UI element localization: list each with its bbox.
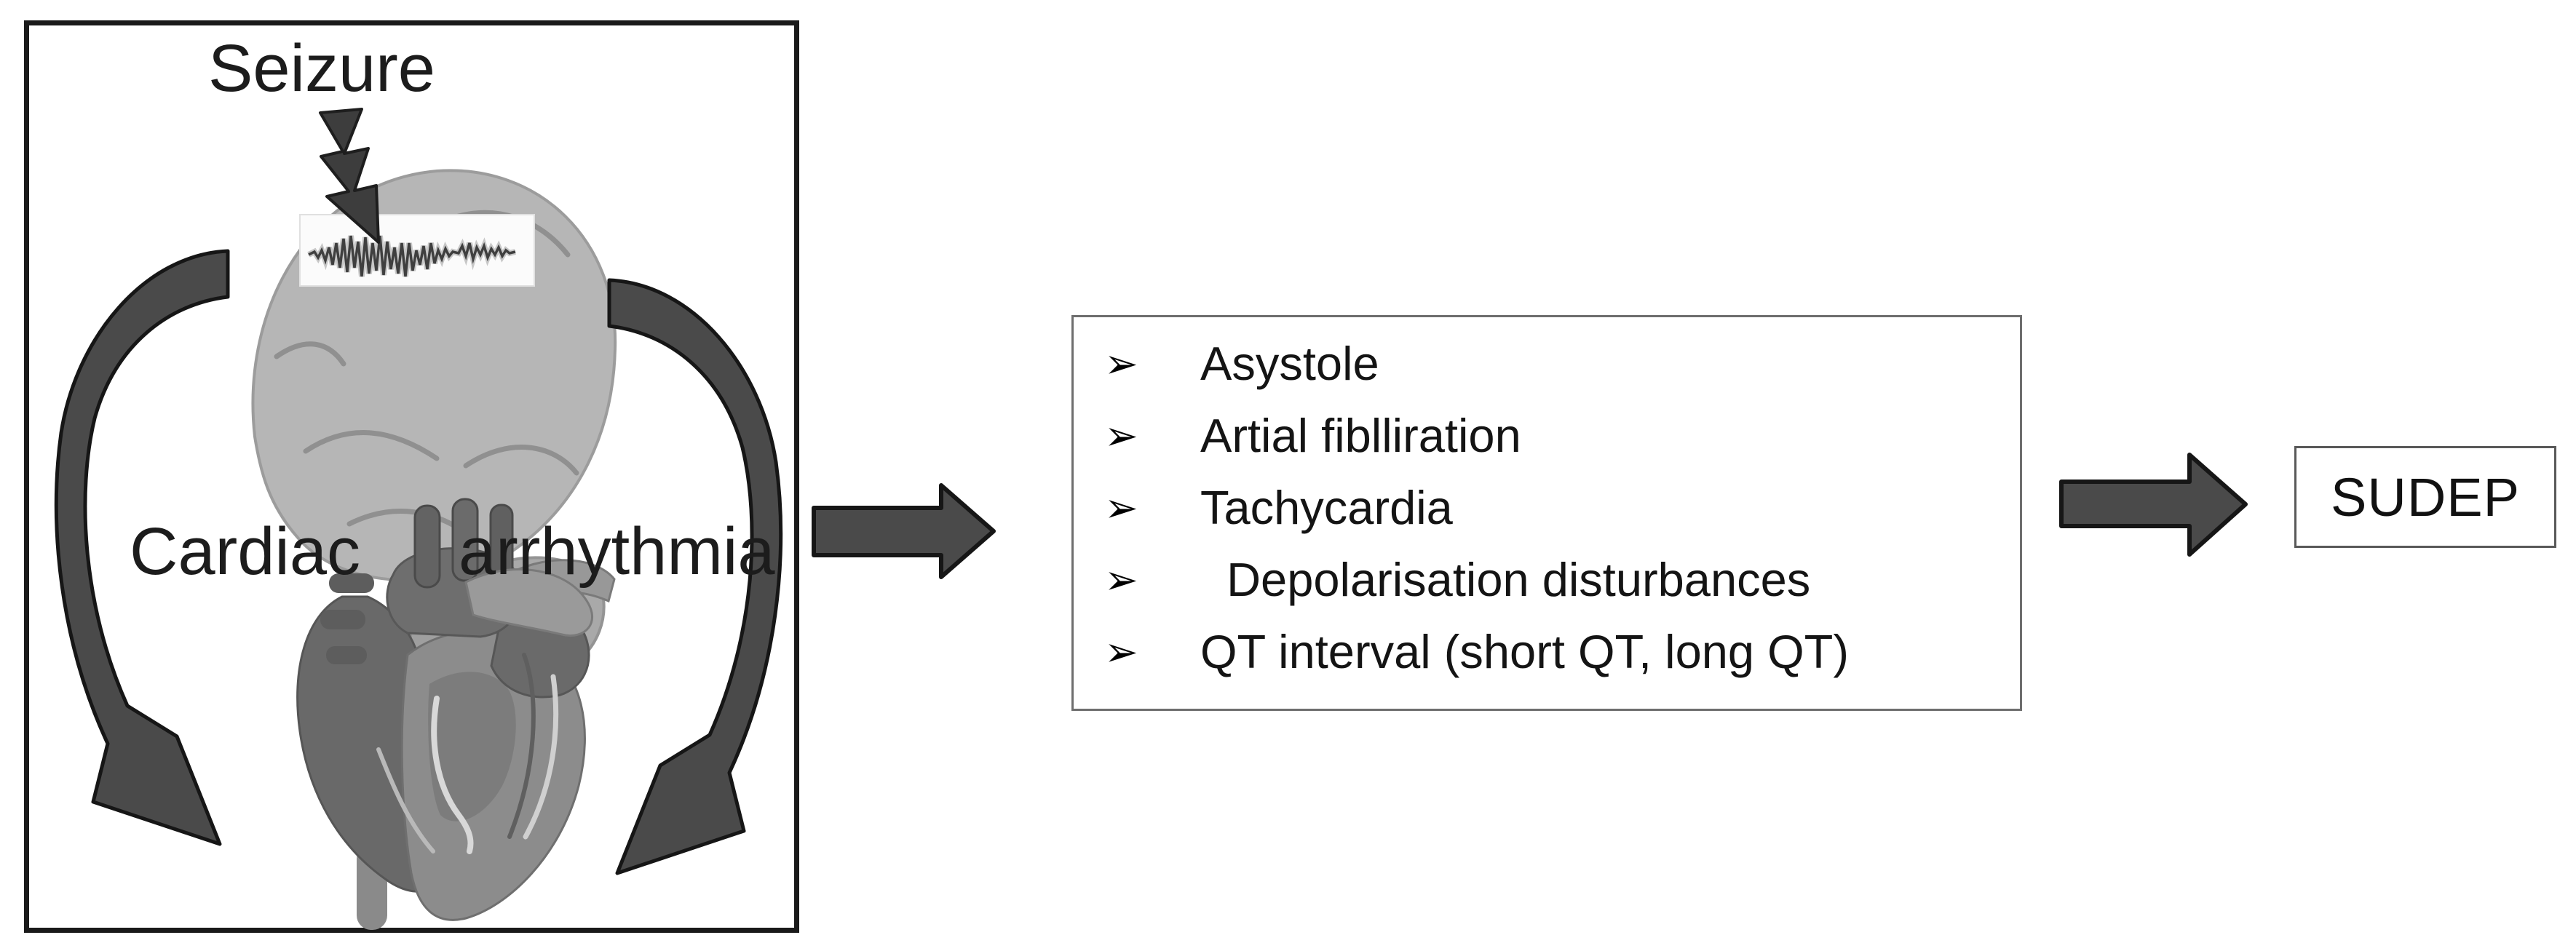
list-item: ➢ Asystole: [1098, 327, 2013, 399]
list-item-label: Tachycardia: [1200, 481, 1453, 534]
seizure-cardiac-panel: [24, 20, 799, 933]
list-item-label: QT interval (short QT, long QT): [1200, 625, 1849, 678]
arrowhead-bullet-icon: ➢: [1104, 484, 1138, 530]
list-item: ➢ QT interval (short QT, long QT): [1098, 616, 2013, 688]
arrowhead-bullet-icon: ➢: [1104, 628, 1138, 675]
eeg-strip: [299, 214, 535, 287]
list-item: ➢ Depolarisation disturbances: [1098, 544, 2013, 616]
sudep-label: SUDEP: [2331, 466, 2520, 528]
list-item: ➢ Artial fiblliration: [1098, 399, 2013, 472]
sudep-outcome-box: SUDEP: [2294, 446, 2556, 548]
curved-arrow-left: [54, 249, 230, 846]
curved-arrow-right: [607, 278, 783, 875]
list-item-label: Depolarisation disturbances: [1200, 553, 1811, 606]
cardiac-arrhythmia-label-left: Cardiac: [130, 514, 361, 589]
arrhythmia-types-box: ➢ Asystole ➢ Artial fiblliration ➢ Tachy…: [1071, 315, 2022, 711]
list-item-label: Asystole: [1200, 337, 1379, 390]
eeg-waveform: [307, 235, 516, 277]
arrowhead-bullet-icon: ➢: [1104, 556, 1138, 602]
cardiac-arrhythmia-label-right: arrhythmia: [459, 514, 775, 589]
heart-illustration: [296, 498, 616, 930]
lightning-bolt-icon: [319, 108, 380, 244]
seizure-label: Seizure: [208, 31, 435, 106]
flow-arrow-to-sudep: [2059, 453, 2248, 557]
arrowhead-bullet-icon: ➢: [1104, 340, 1138, 386]
list-item: ➢ Tachycardia: [1098, 472, 2013, 544]
arrowhead-bullet-icon: ➢: [1104, 412, 1138, 458]
list-item-label: Artial fiblliration: [1200, 409, 1521, 462]
flow-arrow-to-list: [812, 483, 996, 579]
